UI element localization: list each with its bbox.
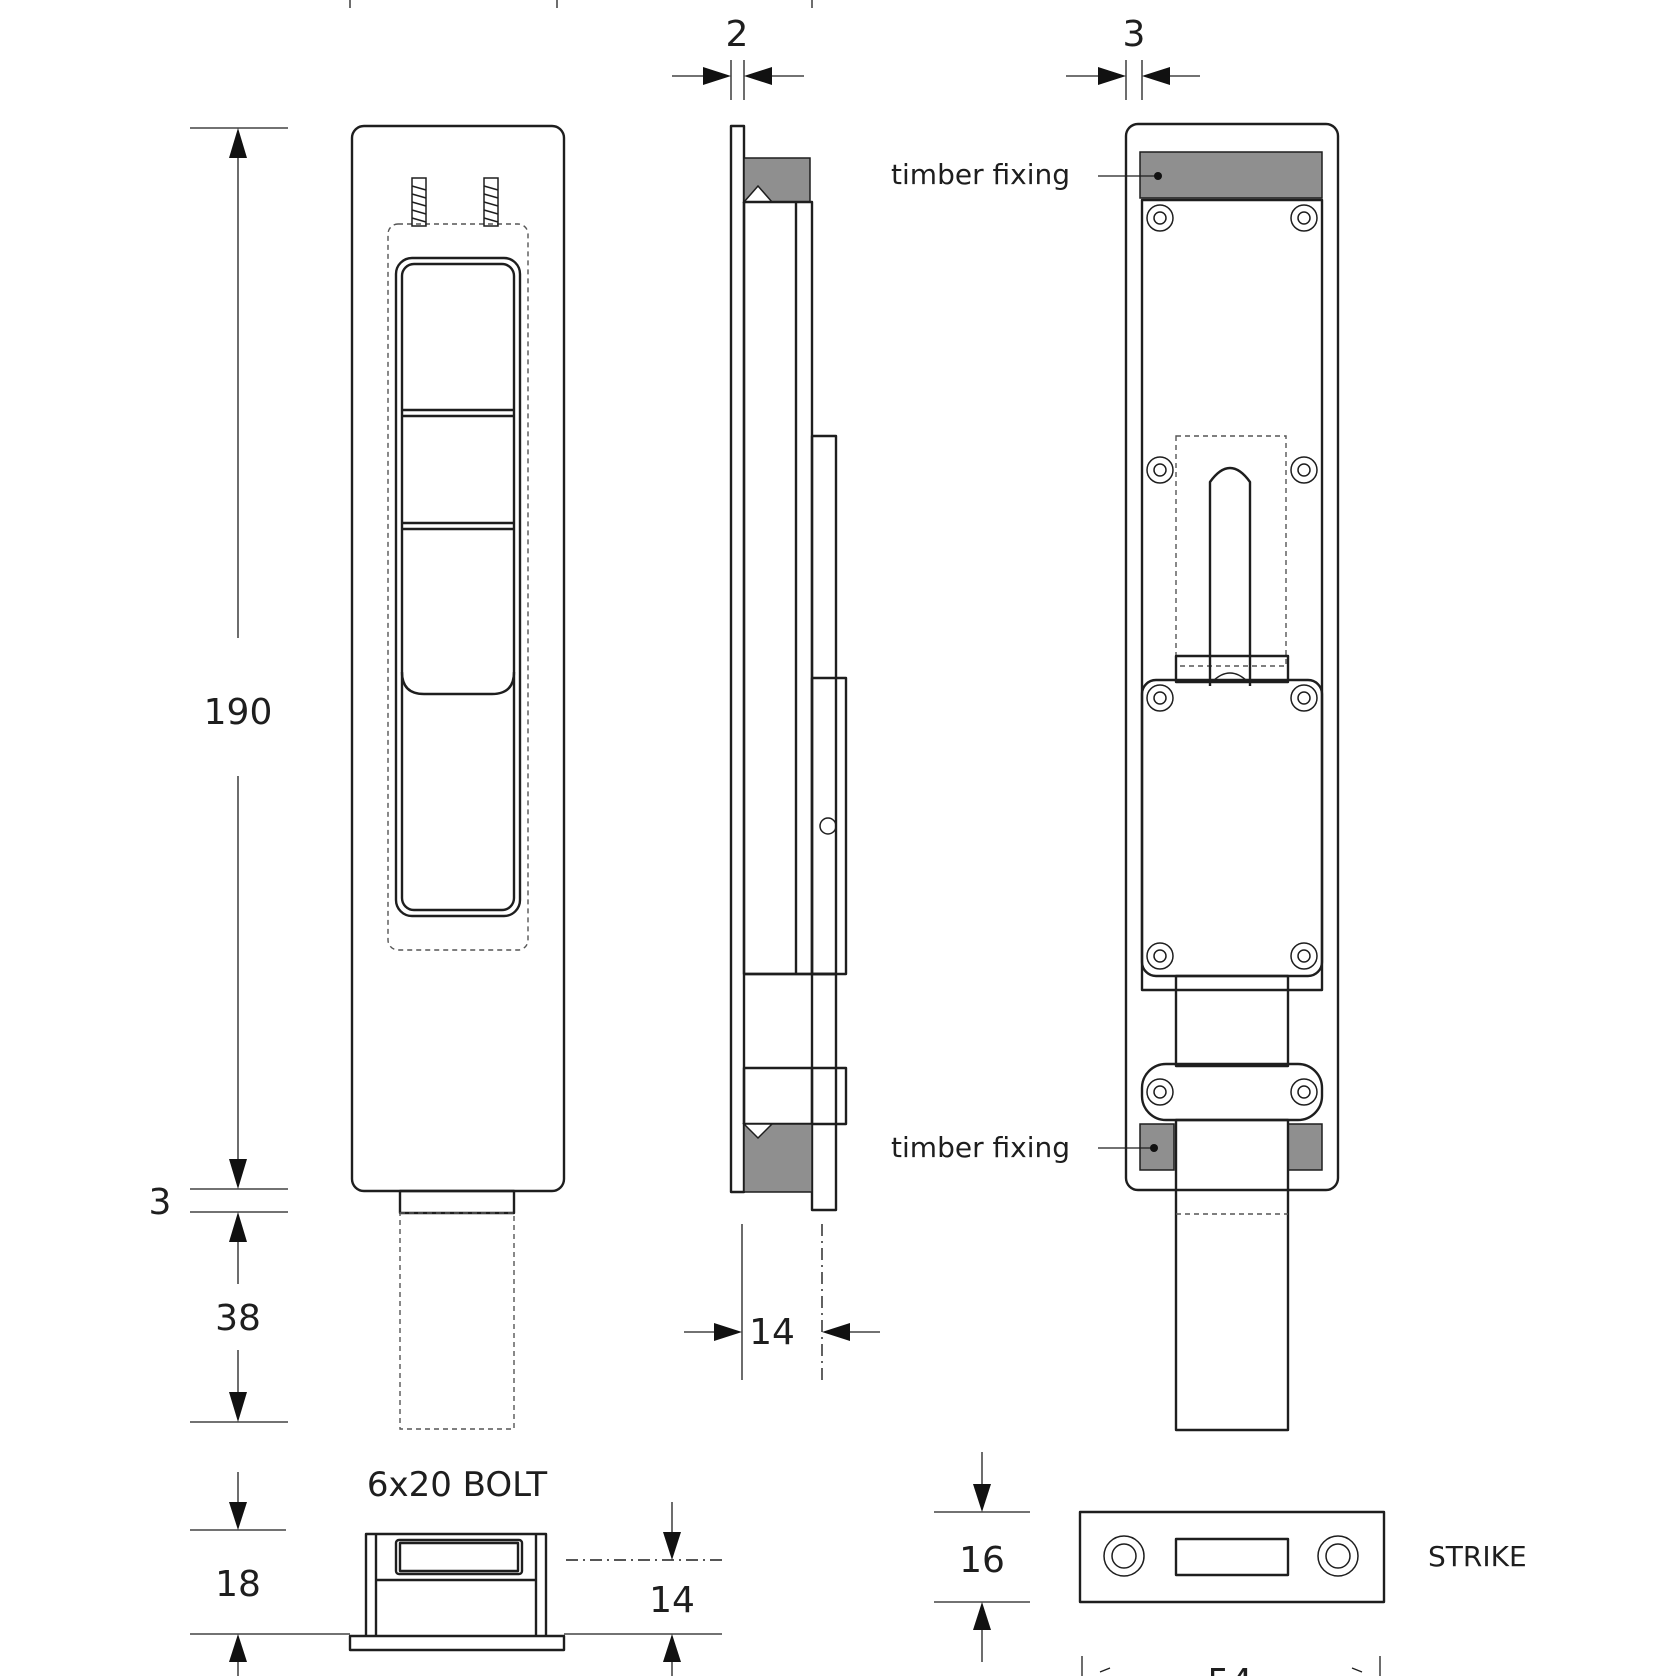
front-view bbox=[350, 124, 566, 1430]
screw-head-icon bbox=[1290, 204, 1318, 232]
label-timber-fixing-bottom: timber fixing bbox=[891, 1131, 1070, 1164]
dimension-16: 16 bbox=[959, 1540, 1005, 1581]
side-view bbox=[729, 124, 848, 1212]
screw-icon bbox=[483, 177, 499, 227]
strike-dimensions bbox=[934, 1452, 1381, 1676]
rear-dimensions bbox=[1066, 60, 1200, 100]
bolt-end-dimensions bbox=[190, 1472, 722, 1676]
top-extension-lines bbox=[349, 0, 813, 8]
front-dimensions bbox=[190, 127, 288, 1423]
screw-head-icon bbox=[1290, 456, 1318, 484]
dimension-3-rear: 3 bbox=[1123, 14, 1146, 55]
strike-plate bbox=[1078, 1510, 1386, 1604]
screw-icon bbox=[411, 177, 427, 227]
screw-head-icon bbox=[1290, 684, 1318, 712]
label-bolt: 6x20 BOLT bbox=[367, 1465, 548, 1505]
bolt-end-view bbox=[348, 1532, 566, 1652]
dimension-14-end: 14 bbox=[649, 1580, 695, 1621]
dimension-2: 2 bbox=[726, 14, 749, 55]
dimension-38: 38 bbox=[215, 1298, 261, 1339]
label-strike: STRIKE bbox=[1428, 1540, 1527, 1573]
screw-hole-icon bbox=[1317, 1535, 1359, 1577]
screw-head-icon bbox=[1146, 1078, 1174, 1106]
screw-head-icon bbox=[1146, 942, 1174, 970]
dimension-54: 54 bbox=[1207, 1662, 1253, 1676]
dimension-18: 18 bbox=[215, 1564, 261, 1605]
screw-head-icon bbox=[1146, 456, 1174, 484]
label-timber-fixing-top: timber fixing bbox=[891, 158, 1070, 191]
screw-hole-icon bbox=[1103, 1535, 1145, 1577]
screw-head-icon bbox=[1146, 204, 1174, 232]
screw-head-icon bbox=[1290, 942, 1318, 970]
dimension-3-front: 3 bbox=[149, 1182, 172, 1223]
rear-view bbox=[1098, 122, 1340, 1432]
dimension-190: 190 bbox=[204, 692, 273, 733]
screw-head-icon bbox=[1290, 1078, 1318, 1106]
screw-head-icon bbox=[1146, 684, 1174, 712]
dimension-14-side: 14 bbox=[749, 1312, 795, 1353]
side-dimensions bbox=[672, 60, 880, 1380]
